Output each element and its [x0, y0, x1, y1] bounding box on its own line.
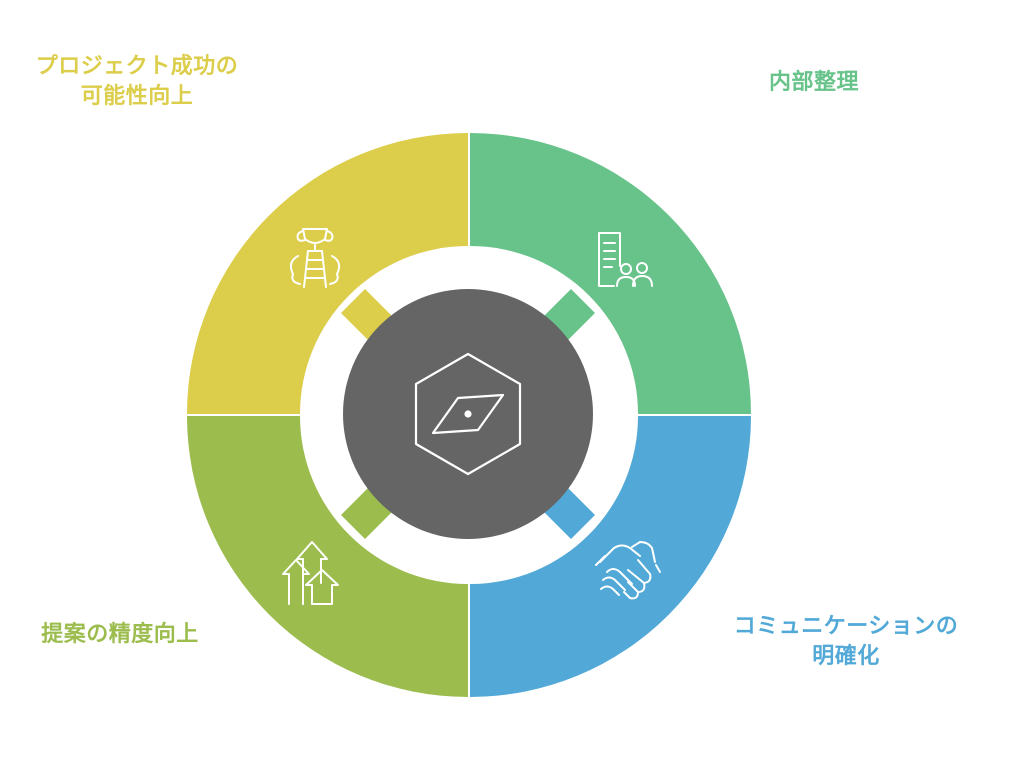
label-top-left-line-1: プロジェクト成功の: [35, 54, 239, 79]
label-bottom-right: コミュニケーションの 明確化: [706, 612, 986, 672]
label-top-right: 内部整理: [724, 68, 904, 98]
label-bottom-left: 提案の精度向上: [20, 620, 220, 650]
label-top-right-line-1: 内部整理: [768, 70, 859, 95]
label-bottom-right-line-2: 明確化: [812, 644, 880, 669]
label-top-left: プロジェクト成功の 可能性向上: [0, 52, 274, 112]
label-bottom-right-line-1: コミュニケーションの: [733, 614, 959, 639]
label-bottom-left-line-1: 提案の精度向上: [41, 622, 199, 647]
handshake-icon: [595, 541, 661, 600]
segment-bottom-right: [470, 416, 751, 697]
segment-top-left: [187, 133, 468, 414]
segment-top-right: [470, 133, 751, 414]
trophy-ladder-icon: [289, 228, 341, 288]
segment-bottom-left: [187, 416, 468, 697]
label-top-left-line-2: 可能性向上: [80, 84, 194, 109]
compass-icon: [414, 352, 522, 476]
growth-arrows-icon: [282, 541, 339, 605]
document-team-icon: [598, 232, 653, 287]
